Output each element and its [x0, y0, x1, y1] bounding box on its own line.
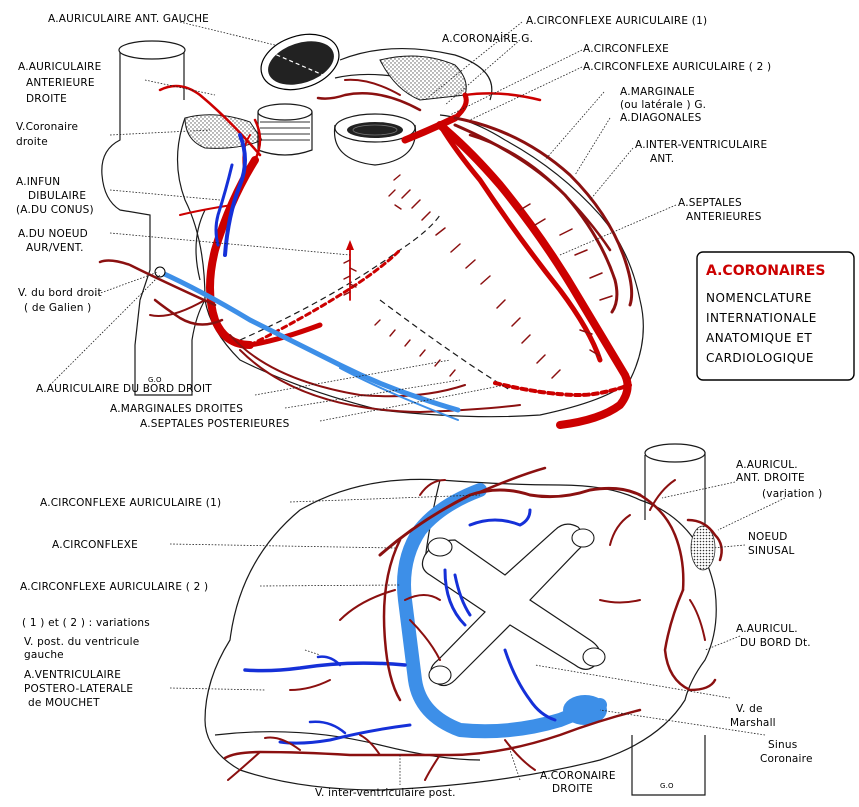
right-coronary-vein: [225, 135, 245, 255]
label-post-circumflex-auricular-2: A.CIRCONFLEXE AURICULAIRE ( 2 ): [20, 581, 208, 593]
label-left-coronary: A.CORONAİRE G.: [442, 32, 533, 45]
label-coronary-sinus-2: Coronaire: [760, 753, 813, 765]
superior-vena-cava: [102, 52, 205, 395]
label-variation: (variation ): [762, 488, 822, 500]
label-variations-note: ( 1 ) et ( 2 ) : variations: [22, 617, 150, 629]
label-anterior-septals-2: ANTERIEURES: [686, 211, 762, 223]
label-lad-2: ANT.: [650, 153, 674, 165]
heart-outline-anterior: [178, 115, 644, 417]
label-galen-vein-2: ( de Galien ): [24, 302, 91, 314]
label-right-coronary-1: A.CORONAIRE: [540, 770, 616, 782]
legend-line-4: CARDIOLOGIQUE: [706, 351, 814, 365]
left-auricle: [254, 25, 346, 99]
label-auricul-ant-right-2: ANT. DROITE: [736, 472, 805, 484]
label-left-marginal-2: (ou latérale ) G.: [620, 99, 706, 111]
vessel-mark-posterior: G.O: [660, 782, 674, 790]
label-sinus-node-2: SINUSAL: [748, 545, 795, 557]
sinus-node: [691, 526, 715, 570]
label-infundibular-3: (A.DU CONUS): [16, 204, 94, 216]
label-right-border-auricul-2: DU BORD Dt.: [740, 637, 811, 649]
label-post-circumflex-auricular-1: A.CIRCONFLEXE AURICULAIRE (1): [40, 497, 221, 509]
label-coronary-sinus-1: Sinus: [768, 739, 797, 751]
label-left-marginal-1: A.MARGINALE: [620, 86, 695, 98]
label-galen-vein-1: V. du bord droit: [18, 287, 102, 299]
label-lad-1: A.INTER-VENTRICULAIRE: [635, 139, 767, 151]
label-coronary-vein-right-2: droite: [16, 136, 48, 148]
label-auricular-ant-left: A.AURICULAIRE ANT. GAUCHE: [48, 13, 209, 25]
label-infundibular-2: DIBULAIRE: [28, 190, 86, 202]
label-diagonals: A.DIAGONALES: [620, 112, 702, 124]
label-post-circumflex: A.CIRCONFLEXE: [52, 539, 138, 551]
label-post-interventricular-vein: V. inter-ventriculaire post.: [315, 787, 456, 799]
anterior-heart-view: [50, 22, 676, 425]
label-infundibular-1: A.INFUN: [16, 176, 60, 188]
label-anterior-septals-1: A.SEPTALES: [678, 197, 742, 209]
label-circumflex-auricular-2: A.CIRCONFLEXE AURICULAIRE ( 2 ): [583, 61, 771, 73]
stippled-fat-top: [380, 56, 466, 100]
circumflex-artery: [455, 95, 466, 118]
label-post-lv-vein-1: V. post. du ventricule: [24, 636, 139, 648]
label-right-border-auricular: A.AURICULAIRE DU BORD DROIT: [36, 383, 212, 395]
label-circumflex: A.CIRCONFLEXE: [583, 43, 669, 55]
legend-line-2: INTERNATIONALE: [706, 311, 817, 325]
label-post-lv-vein-2: gauche: [24, 649, 64, 661]
legend-box: A.CORONAIRES NOMENCLATURE INTERNATIONALE…: [697, 252, 854, 380]
legend-line-1: NOMENCLATURE: [706, 291, 812, 305]
label-mouchet-2: POSTERO-LATERALE: [24, 683, 133, 695]
legend-line-3: ANATOMIQUE ET: [706, 331, 812, 345]
label-node-artery-1: A.DU NOEUD: [18, 228, 88, 240]
label-auricular-ant-right-3: DROITE: [26, 93, 67, 105]
posterior-heart-view: [170, 444, 785, 795]
vena-cava-top: [119, 41, 185, 59]
label-node-artery-2: AUR/VENT.: [26, 242, 84, 254]
legend-title: A.CORONAIRES: [706, 263, 825, 279]
label-marshall-vein-2: Marshall: [730, 717, 776, 729]
label-sinus-node-1: NOEUD: [748, 531, 788, 543]
vessel-mark-anterior: G.O: [148, 376, 162, 384]
label-right-marginals: A.MARGINALES DROITES: [110, 403, 243, 415]
label-coronary-vein-right-1: V.Coronaire: [16, 121, 78, 133]
label-mouchet-1: A.VENTRICULAIRE: [24, 669, 121, 681]
label-right-coronary-2: DROITE: [552, 783, 593, 795]
label-auricul-ant-right-1: A.AURICUL.: [736, 459, 798, 471]
label-circumflex-auricular-1: A.CIRCONFLEXE AURICULAIRE (1): [526, 15, 707, 27]
label-marshall-vein-1: V. de: [736, 703, 763, 715]
inferior-vena-cava: [645, 452, 705, 535]
label-mouchet-3: de MOUCHET: [28, 697, 100, 709]
pulmonary-trunk: [258, 104, 312, 155]
label-auricular-ant-right-1: A.AURICULAIRE: [18, 61, 102, 73]
label-auricular-ant-right-2: ANTERIEURE: [26, 77, 95, 89]
label-posterior-septals: A.SEPTALES POSTERIEURES: [140, 418, 290, 430]
label-right-border-auricul-1: A.AURICUL.: [736, 623, 798, 635]
